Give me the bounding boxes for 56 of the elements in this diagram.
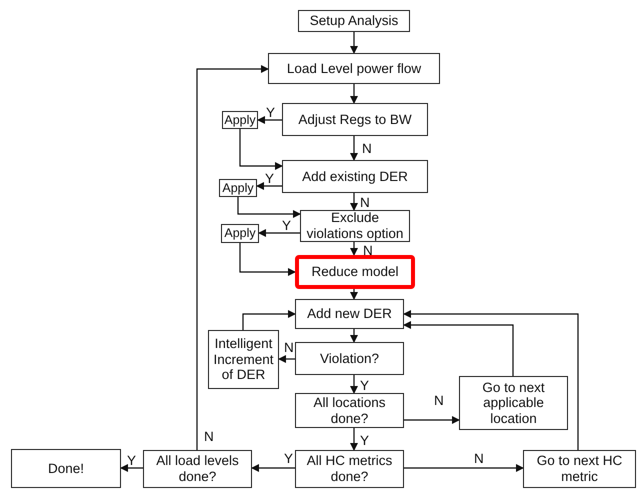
edge-label: N bbox=[284, 341, 294, 354]
process-box: Go to next HC metric bbox=[523, 450, 636, 488]
process-box: All HC metrics done? bbox=[295, 450, 404, 488]
process-box: Add existing DER bbox=[282, 160, 428, 193]
arrow bbox=[350, 193, 358, 211]
arrow bbox=[403, 321, 514, 376]
process-box: Go to next applicable location bbox=[459, 376, 568, 430]
edge-label: Y bbox=[360, 379, 370, 392]
edge-label: Y bbox=[265, 172, 274, 186]
arrow bbox=[120, 464, 143, 472]
arrow bbox=[196, 65, 269, 450]
arrow bbox=[258, 229, 300, 237]
arrow bbox=[251, 464, 295, 472]
process-box: Apply bbox=[221, 224, 259, 243]
arrow bbox=[350, 242, 358, 256]
process-box: Apply bbox=[219, 179, 257, 197]
edge-label: Y bbox=[360, 434, 370, 448]
edge-label: N bbox=[360, 196, 370, 210]
edge-label: Y bbox=[127, 454, 136, 468]
process-box: Intelligent Increment of DER bbox=[208, 330, 279, 389]
process-box: Load Level power flow bbox=[268, 53, 440, 84]
edge-label: N bbox=[204, 430, 214, 444]
process-box: Done! bbox=[11, 449, 121, 488]
arrow bbox=[350, 289, 358, 300]
process-box: Apply bbox=[222, 111, 258, 129]
arrow bbox=[403, 310, 579, 450]
edge-label: N bbox=[474, 452, 484, 466]
arrow bbox=[350, 428, 358, 451]
arrow bbox=[350, 136, 358, 161]
process-box: All locations done? bbox=[295, 393, 404, 428]
highlighted-process-box: Reduce model bbox=[295, 255, 415, 289]
arrow bbox=[350, 84, 358, 104]
edge-label: Y bbox=[266, 106, 276, 120]
arrow bbox=[278, 355, 295, 363]
process-box: Exclude violations option bbox=[300, 210, 410, 242]
edge-label: Y bbox=[282, 219, 292, 232]
arrow bbox=[239, 243, 296, 276]
arrow bbox=[404, 464, 524, 472]
arrow bbox=[350, 375, 358, 394]
process-box: Setup Analysis bbox=[298, 10, 410, 32]
arrow bbox=[350, 329, 358, 343]
process-box: All load levels done? bbox=[143, 450, 252, 488]
edge-label: N bbox=[362, 142, 372, 156]
edge-label: N bbox=[363, 244, 373, 258]
arrow bbox=[257, 116, 282, 124]
process-box: Violation? bbox=[295, 342, 404, 375]
process-box: Add new DER bbox=[295, 299, 404, 329]
process-box: Adjust Regs to BW bbox=[282, 103, 428, 136]
edge-label: Y bbox=[284, 452, 294, 466]
edge-label: N bbox=[434, 394, 444, 408]
arrow bbox=[239, 129, 283, 170]
arrow bbox=[242, 310, 296, 330]
arrow bbox=[350, 32, 358, 54]
arrow bbox=[237, 197, 301, 218]
arrow bbox=[404, 416, 460, 424]
arrow bbox=[256, 182, 282, 190]
